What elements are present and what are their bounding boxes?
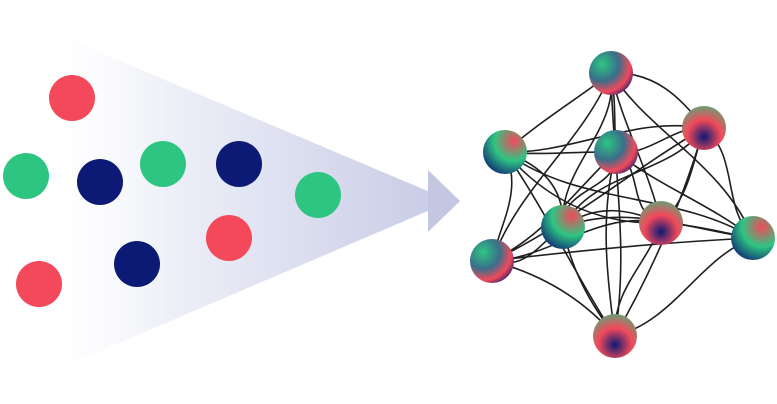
input-dot-green: [295, 172, 341, 218]
input-dot-red: [206, 215, 252, 261]
network-node-left: [470, 239, 514, 283]
input-dot-green: [3, 153, 49, 199]
network-node-upper-left: [483, 130, 527, 174]
network-node-upper-right: [682, 106, 726, 150]
input-dot-navy: [216, 141, 262, 187]
network-node-top: [589, 51, 633, 95]
input-dots: [3, 75, 341, 307]
network-edge: [610, 72, 622, 337]
network-edge: [610, 72, 754, 239]
input-dot-navy: [77, 159, 123, 205]
network-edge: [504, 151, 754, 239]
network-node-center-right: [639, 201, 683, 245]
network-edge: [491, 72, 612, 262]
network-edge: [605, 151, 617, 337]
network-nodes: [470, 51, 775, 358]
network-edge: [491, 127, 705, 262]
network-edge: [491, 237, 754, 262]
network-node-right: [731, 216, 775, 260]
arrow-head-icon: [428, 170, 460, 232]
input-dot-green: [140, 141, 186, 187]
funnel-shape: [28, 22, 430, 382]
network-node-center-left: [541, 205, 585, 249]
network-node-bottom: [593, 314, 637, 358]
input-dot-navy: [114, 241, 160, 287]
network-node-center-top: [594, 130, 638, 174]
input-dot-red: [49, 75, 95, 121]
input-dot-red: [16, 261, 62, 307]
network-edge: [614, 237, 754, 337]
